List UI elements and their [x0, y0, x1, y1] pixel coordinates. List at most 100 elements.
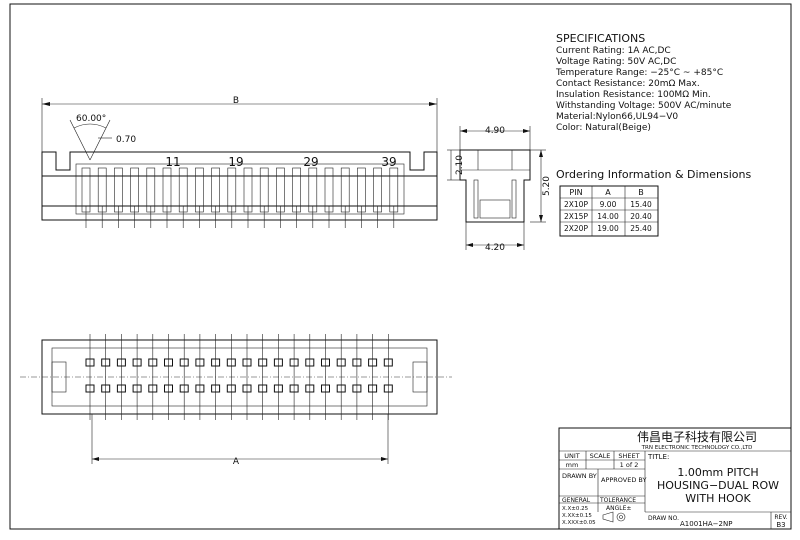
drawn-by-label: DRAWN BY	[562, 472, 597, 480]
spec-line: Voltage Rating: 50V AC,DC	[556, 57, 676, 67]
bottom-pin-lower	[242, 384, 252, 393]
front-pins	[81, 167, 399, 228]
bottom-pin-lower	[321, 384, 330, 393]
approved-by-label: APPROVED BY	[601, 476, 647, 484]
table-cell: 15.40	[630, 200, 652, 209]
front-pin	[178, 167, 188, 213]
front-pin	[324, 167, 334, 213]
unit-label: UNIT	[564, 452, 580, 460]
dim-width-bottom-label: 4.20	[485, 243, 505, 253]
front-pin	[195, 167, 204, 213]
arrow	[517, 243, 524, 247]
table-cell: 2X15P	[564, 212, 588, 221]
arrow	[381, 457, 388, 461]
front-pin	[211, 167, 220, 213]
table-cell: 14.00	[597, 212, 619, 221]
draw-no-value: A1001HA−2NP	[680, 520, 732, 528]
ordering-heading: Ordering Information & Dimensions	[556, 168, 751, 181]
title-block: 伟昌电子科技有限公司 TRN ELECTRONIC TECHNOLOGY CO.…	[558, 427, 792, 530]
angle-leg-right	[89, 119, 111, 161]
tolerance-line: X.XX±0.15	[562, 513, 592, 519]
title-block-border	[558, 427, 792, 530]
arrow	[539, 215, 543, 222]
bottom-pin-upper	[289, 358, 299, 367]
pin-label-11: 11	[165, 155, 180, 169]
rev-value: B3	[776, 521, 785, 529]
table-header: A	[605, 188, 611, 197]
bottom-pin-lower	[273, 384, 283, 393]
bottom-pin-lower	[383, 384, 393, 393]
bottom-pin-upper	[116, 358, 126, 367]
spec-line: Temperature Range: −25°C ~ +85°C	[555, 68, 723, 78]
front-pin	[227, 167, 237, 213]
bottom-pin-lower	[258, 384, 268, 393]
dim-b-label: B	[233, 96, 239, 106]
side-base-block	[479, 199, 511, 219]
spec-line: Withstanding Voltage: 500V AC/minute	[556, 101, 732, 111]
tolerance-line: X.XXX±0.05	[562, 520, 596, 526]
bottom-pin-upper	[226, 358, 236, 367]
table-cell: 20.40	[630, 212, 652, 221]
side-pin-right	[511, 179, 517, 219]
table-header: PIN	[569, 188, 582, 197]
bottom-pin-lower	[116, 384, 126, 393]
front-pin	[81, 167, 91, 213]
front-pin	[114, 167, 123, 213]
bottom-pins	[85, 334, 393, 420]
specifications-heading: SPECIFICATIONS	[556, 32, 645, 45]
bottom-pin-lower	[289, 384, 299, 393]
ordering-table	[559, 185, 659, 237]
bottom-pin-lower	[211, 384, 221, 393]
general-label: GENERAL	[562, 497, 591, 504]
bottom-view: A	[20, 334, 452, 467]
company-name-en: TRN ELECTRONIC TECHNOLOGY CO.,LTD	[641, 445, 753, 451]
bottom-pin-upper	[85, 358, 95, 367]
side-view: 4.90 2.10 5.20 4.20	[447, 126, 552, 253]
tolerance-label: TOLERANCE	[599, 497, 636, 504]
bottom-pin-lower	[368, 384, 378, 393]
bottom-pin-lower	[179, 384, 189, 393]
side-pin-left	[473, 179, 479, 219]
bottom-pin-upper	[242, 358, 252, 367]
front-pin	[97, 167, 107, 213]
front-pin	[276, 167, 285, 213]
pin-label-29: 29	[303, 155, 318, 169]
dim-b-arrow-left	[42, 102, 50, 106]
front-contact-area	[75, 163, 405, 215]
pitch-label: 0.70	[116, 135, 136, 145]
arrow	[92, 457, 99, 461]
front-pin	[259, 167, 269, 213]
table-cell: 25.40	[630, 224, 652, 233]
bottom-pin-upper	[352, 358, 362, 367]
front-pin	[308, 167, 318, 213]
bottom-pin-upper	[321, 358, 330, 367]
bottom-pin-lower	[336, 384, 346, 393]
bottom-pin-upper	[368, 358, 378, 367]
bottom-pin-lower	[352, 384, 362, 393]
draw-no-label: DRAW NO.	[648, 515, 679, 522]
scale-label: SCALE	[590, 452, 611, 460]
pin-label-39: 39	[381, 155, 396, 169]
front-pin	[340, 167, 350, 213]
arrow	[523, 129, 530, 133]
bottom-pin-upper	[179, 358, 189, 367]
title-line: 1.00mm PITCH	[677, 466, 758, 479]
title-line: WITH HOOK	[685, 492, 751, 505]
rev-label: REV.	[774, 514, 787, 521]
dim-a-label: A	[233, 457, 240, 467]
arrow	[460, 129, 467, 133]
bottom-pin-upper	[132, 358, 142, 367]
dim-height-step-label: 2.10	[455, 155, 465, 175]
title-line: HOUSING−DUAL ROW	[657, 479, 779, 492]
tolerance-line: X.X±0.25	[562, 506, 589, 512]
bottom-pin-upper	[101, 358, 111, 367]
front-housing-outline	[41, 151, 438, 221]
table-cell: 9.00	[600, 200, 617, 209]
bottom-pin-upper	[273, 358, 283, 367]
spec-line: Insulation Resistance: 100MΩ Min.	[556, 90, 711, 100]
bottom-pin-upper	[336, 358, 346, 367]
angle-leg-left	[69, 119, 91, 161]
spec-line: Current Rating: 1A AC,DC	[556, 46, 671, 56]
